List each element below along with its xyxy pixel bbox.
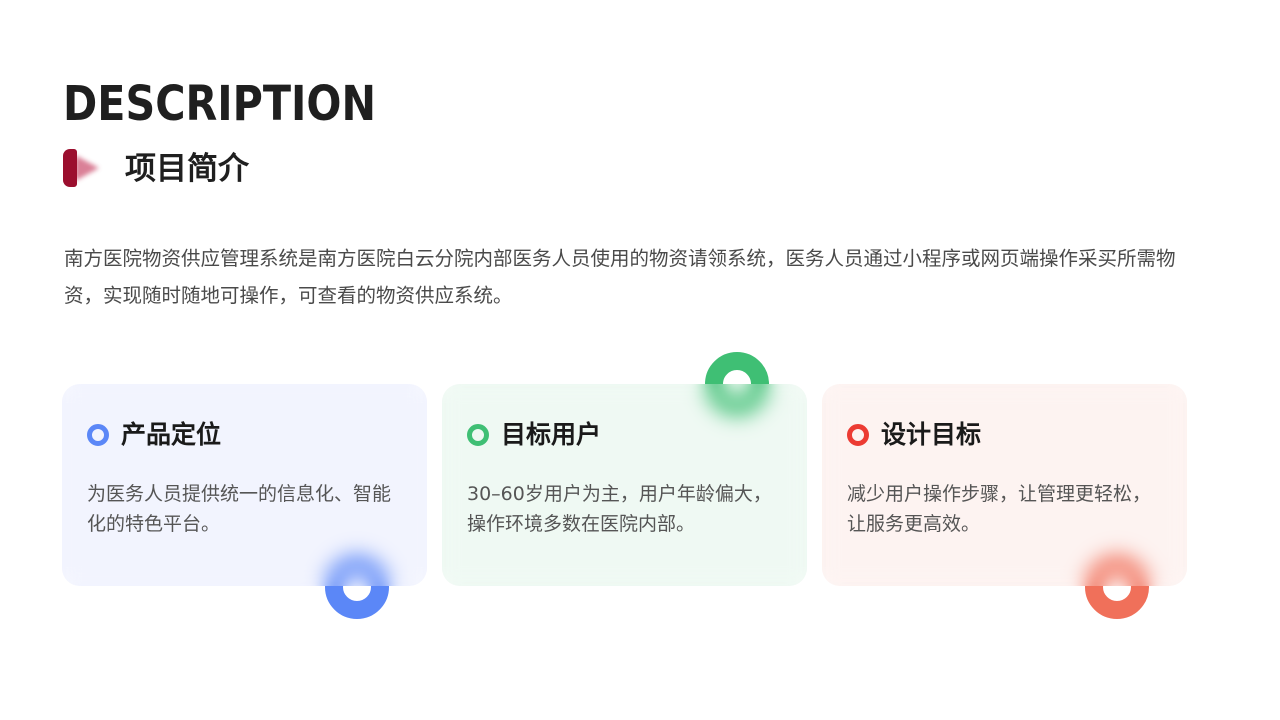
- card-frost-layer: [62, 384, 427, 586]
- card-header: 设计目标: [847, 419, 981, 451]
- card-title: 设计目标: [881, 420, 982, 449]
- card-body: 减少用户操作步骤，让管理更轻松，让服务更高效。: [847, 483, 1152, 535]
- card-frost-layer: [822, 384, 1187, 586]
- page-title-en: DESCRIPTION: [63, 76, 377, 132]
- marker-triangle: [75, 155, 99, 181]
- card-header: 目标用户: [467, 419, 601, 451]
- card-title: 目标用户: [501, 420, 602, 449]
- card-body: 为医务人员提供统一的信息化、智能化的特色平台。: [87, 483, 392, 535]
- section-title: 项目简介: [125, 151, 249, 187]
- card-frost-layer: [442, 384, 807, 586]
- card-title: 产品定位: [121, 420, 222, 449]
- intro-paragraph: 南方医院物资供应管理系统是南方医院白云分院内部医务人员使用的物资请领系统，医务人…: [64, 247, 1176, 307]
- ring-bullet-icon: [847, 424, 869, 446]
- card-target-users: 目标用户 30–60岁用户为主，用户年龄偏大，操作环境多数在医院内部。: [442, 384, 807, 586]
- ring-bullet-icon: [87, 424, 109, 446]
- card-body: 30–60岁用户为主，用户年龄偏大，操作环境多数在医院内部。: [467, 483, 772, 535]
- ring-bullet-icon: [467, 424, 489, 446]
- card-header: 产品定位: [87, 419, 221, 451]
- card-product-positioning: 产品定位 为医务人员提供统一的信息化、智能化的特色平台。: [62, 384, 427, 586]
- card-design-goals: 设计目标 减少用户操作步骤，让管理更轻松，让服务更高效。: [822, 384, 1187, 586]
- play-marker-icon: [63, 149, 103, 189]
- marker-bar: [63, 149, 77, 187]
